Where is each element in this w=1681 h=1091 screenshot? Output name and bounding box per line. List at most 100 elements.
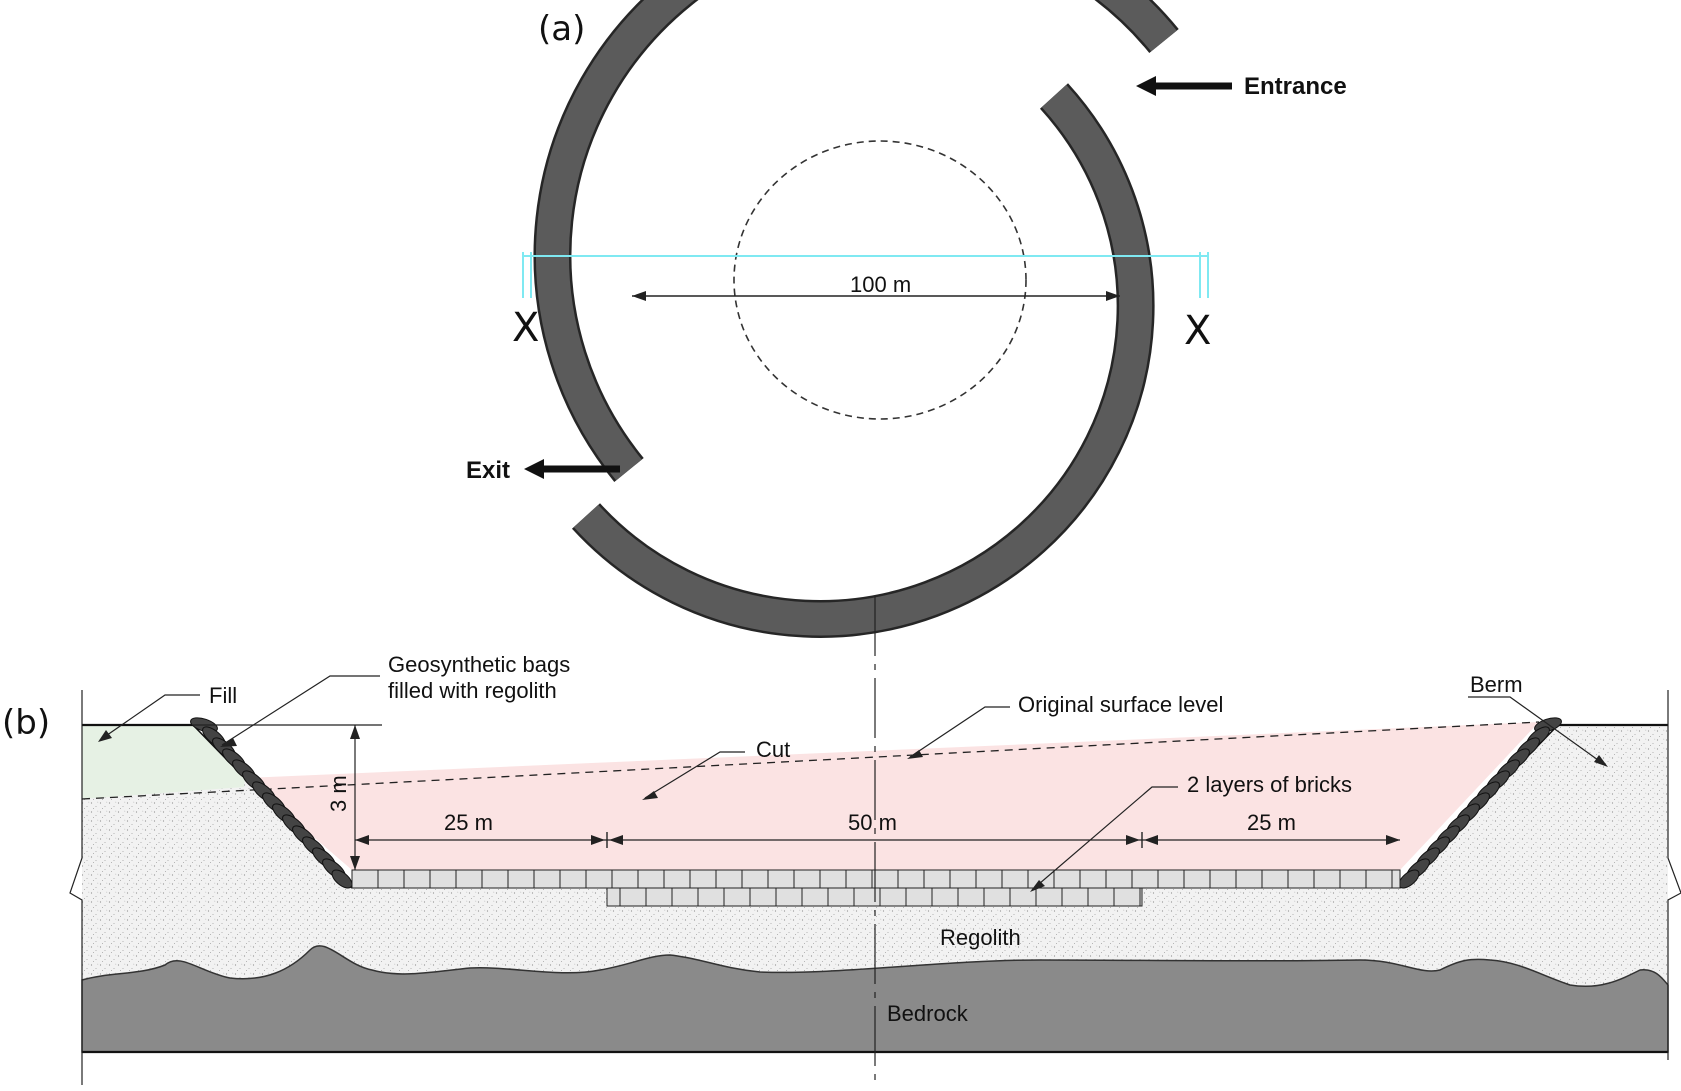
brick bbox=[645, 887, 673, 907]
brick bbox=[455, 869, 483, 889]
brick bbox=[1339, 869, 1367, 889]
panel-a: (a) X X 100 m Entrance Exit bbox=[466, 0, 1347, 638]
brick bbox=[871, 869, 899, 889]
geo-bags-label-1: Geosynthetic bags bbox=[388, 652, 570, 677]
right-span-label: 25 m bbox=[1247, 810, 1296, 835]
section-mark-left: X bbox=[512, 305, 539, 351]
brick bbox=[1313, 869, 1341, 889]
brick bbox=[879, 887, 907, 907]
brick bbox=[1261, 869, 1289, 889]
entrance-label: Entrance bbox=[1244, 73, 1347, 100]
cut-leader bbox=[644, 751, 745, 799]
center-span-label: 50 m bbox=[848, 810, 897, 835]
brick bbox=[723, 887, 751, 907]
panel-b: (b) bbox=[2, 596, 1681, 1085]
exit-arrow-head bbox=[524, 459, 544, 479]
brick bbox=[377, 869, 405, 889]
brick bbox=[1391, 869, 1401, 889]
fill-leader-head bbox=[98, 730, 112, 742]
brick bbox=[689, 869, 717, 889]
brick bbox=[931, 887, 959, 907]
brick bbox=[845, 869, 873, 889]
section-mark-right: X bbox=[1184, 308, 1211, 354]
brick bbox=[819, 869, 847, 889]
geo-bags-label-2: filled with regolith bbox=[388, 678, 557, 703]
brick bbox=[957, 887, 985, 907]
brick bbox=[351, 869, 379, 889]
right-break-line bbox=[1667, 690, 1681, 1060]
brick bbox=[481, 869, 509, 889]
diameter-arrow-right bbox=[1106, 291, 1120, 301]
panel-a-label: (a) bbox=[538, 9, 585, 49]
brick bbox=[1157, 869, 1185, 889]
brick bbox=[1001, 869, 1029, 889]
brick bbox=[697, 887, 725, 907]
brick bbox=[637, 869, 665, 889]
brick bbox=[559, 869, 587, 889]
brick bbox=[1079, 869, 1107, 889]
brick bbox=[983, 887, 1011, 907]
brick bbox=[1035, 887, 1063, 907]
fill-leader bbox=[99, 694, 200, 741]
left-span-label: 25 m bbox=[444, 810, 493, 835]
brick bbox=[606, 887, 621, 907]
berm-label: Berm bbox=[1470, 672, 1523, 697]
left-break-line bbox=[69, 690, 83, 1085]
geo-bags-leader bbox=[221, 675, 380, 746]
brick bbox=[793, 869, 821, 889]
inner-wall-fill bbox=[573, 84, 1153, 636]
brick bbox=[775, 887, 803, 907]
brick bbox=[767, 869, 795, 889]
brick bbox=[1235, 869, 1263, 889]
brick bbox=[923, 869, 951, 889]
cut-leader-head bbox=[642, 791, 658, 800]
span-arrow-6 bbox=[1386, 835, 1400, 845]
bricks-leader bbox=[1031, 786, 1178, 891]
brick bbox=[585, 869, 613, 889]
brick bbox=[403, 869, 431, 889]
outer-wall bbox=[533, 0, 1179, 482]
surface-leader-head bbox=[907, 750, 923, 759]
brick bbox=[715, 869, 743, 889]
brick bbox=[897, 869, 925, 889]
brick bbox=[1061, 887, 1089, 907]
span-arrow-5 bbox=[1144, 835, 1158, 845]
brick bbox=[853, 887, 881, 907]
brick bbox=[1287, 869, 1315, 889]
exit-label: Exit bbox=[466, 457, 510, 484]
regolith-label: Regolith bbox=[940, 925, 1021, 950]
brick bbox=[801, 887, 829, 907]
brick bbox=[975, 869, 1003, 889]
cut-label: Cut bbox=[756, 737, 790, 762]
brick bbox=[1053, 869, 1081, 889]
brick bbox=[1113, 887, 1141, 907]
brick bbox=[429, 869, 457, 889]
berm-leader-head bbox=[1594, 755, 1608, 767]
brick bbox=[905, 887, 933, 907]
brick bbox=[1209, 869, 1237, 889]
surface-leader bbox=[909, 706, 1010, 758]
fill-label: Fill bbox=[209, 683, 237, 708]
brick-layer-top bbox=[351, 869, 1401, 889]
depth-arrow-top bbox=[350, 725, 360, 739]
brick bbox=[611, 869, 639, 889]
diameter-label: 100 m bbox=[850, 272, 911, 297]
span-arrow-3 bbox=[609, 835, 623, 845]
fill-area bbox=[82, 725, 245, 799]
bricks-label: 2 layers of bricks bbox=[1187, 772, 1352, 797]
bedrock-layer bbox=[81, 945, 1669, 1053]
span-arrow-1 bbox=[355, 835, 369, 845]
span-arrow-4 bbox=[1126, 835, 1140, 845]
brick bbox=[1365, 869, 1393, 889]
diameter-arrow-left bbox=[632, 291, 646, 301]
brick bbox=[1131, 869, 1159, 889]
brick bbox=[663, 869, 691, 889]
original-surface-line bbox=[81, 721, 1540, 800]
brick bbox=[507, 869, 535, 889]
panel-b-label: (b) bbox=[2, 703, 50, 743]
depth-arrow-bottom bbox=[350, 856, 360, 870]
span-arrow-2 bbox=[591, 835, 605, 845]
berm-leader bbox=[1468, 696, 1606, 766]
brick bbox=[1105, 869, 1133, 889]
